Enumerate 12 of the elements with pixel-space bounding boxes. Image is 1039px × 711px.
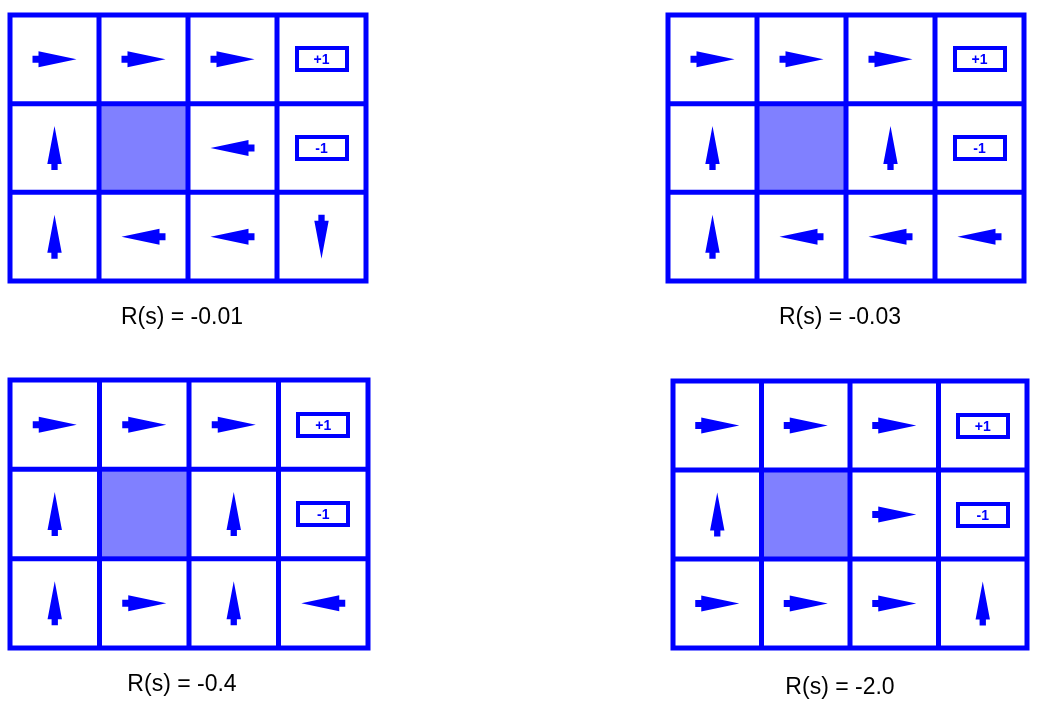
reward-box: +1	[294, 46, 349, 73]
reward-caption: R(s) = -0.01	[120, 302, 244, 330]
reward-box: -1	[294, 135, 349, 161]
reward-box: +1	[296, 411, 351, 438]
reward-caption: R(s) = -2.0	[785, 672, 895, 700]
reward-caption: R(s) = -0.4	[127, 669, 237, 697]
reward-box: -1	[955, 501, 1010, 528]
reward-box: +1	[952, 46, 1007, 73]
reward-box: +1	[955, 412, 1010, 439]
reward-box: -1	[952, 135, 1007, 161]
reward-caption: R(s) = -0.03	[778, 302, 902, 330]
reward-box: -1	[296, 501, 351, 527]
